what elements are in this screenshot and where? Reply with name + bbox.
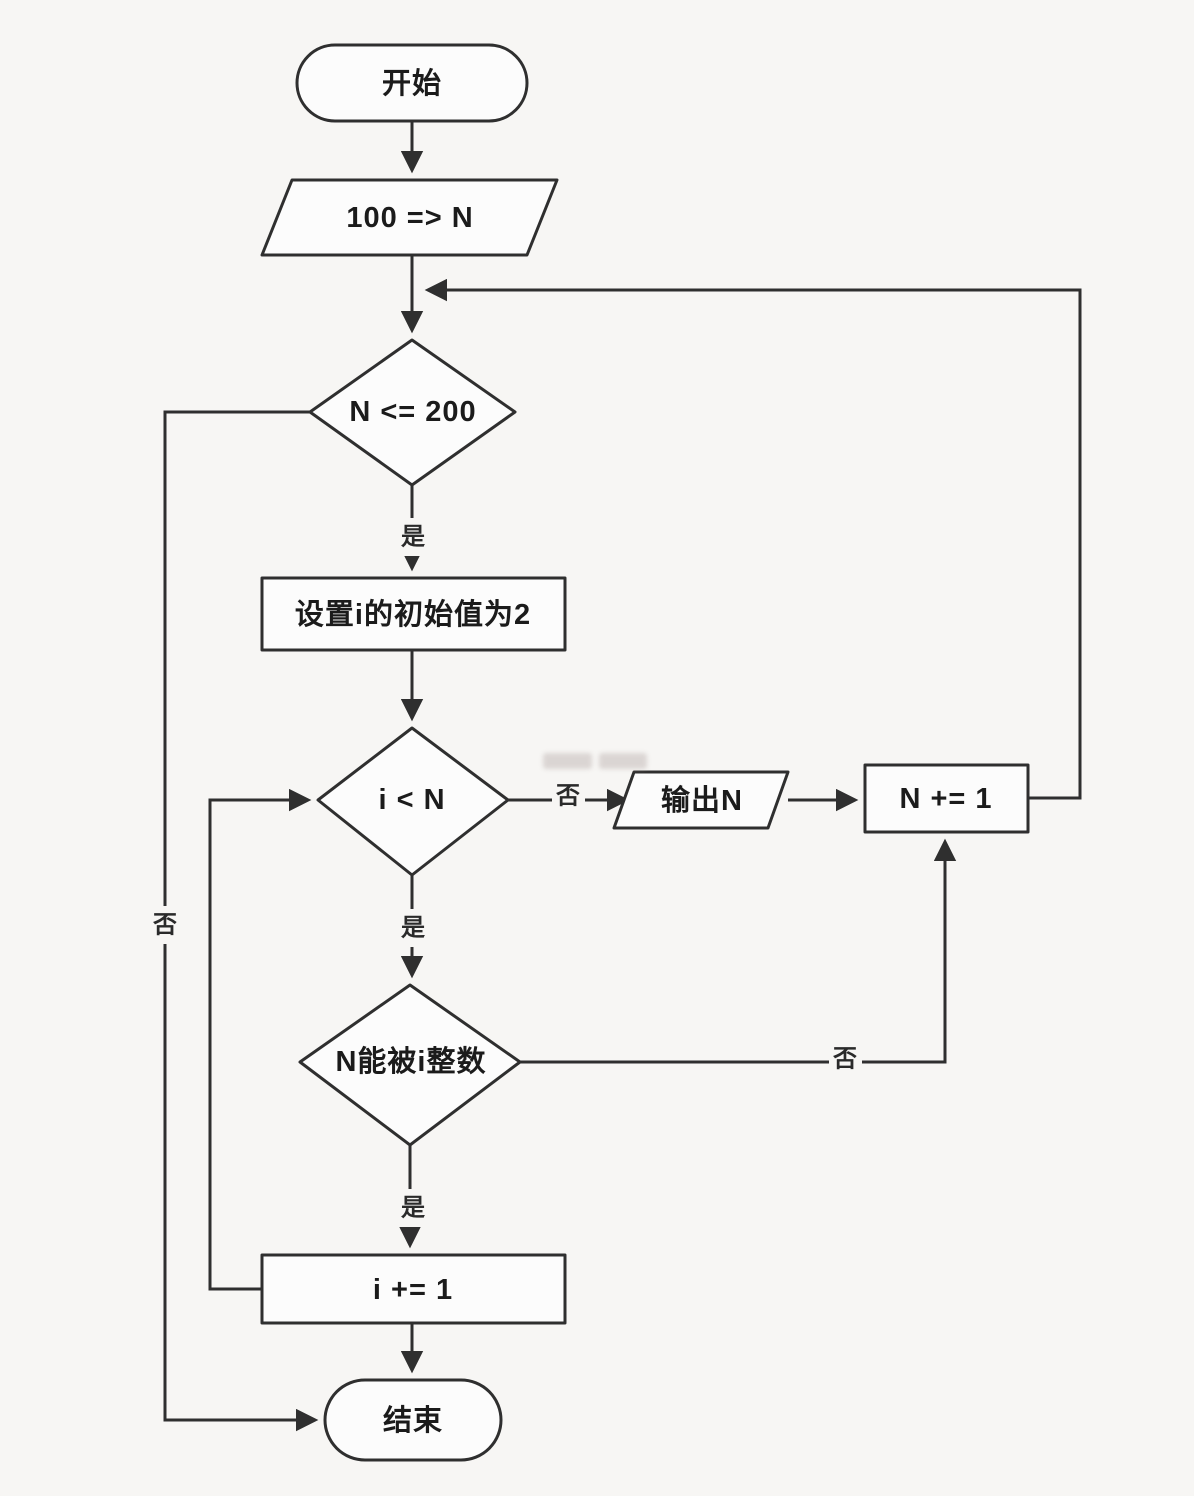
node-decision-divisible: N能被i整数 (298, 983, 522, 1147)
node-increment-n: N += 1 (863, 763, 1030, 834)
node-end: 结束 (323, 1378, 503, 1462)
svg-text:是: 是 (401, 915, 425, 942)
svg-text:设置i的初始值为2: 设置i的初始值为2 (295, 597, 531, 631)
svg-text:i += 1: i += 1 (373, 1274, 453, 1306)
svg-text:是: 是 (401, 1195, 425, 1222)
watermark-blob (543, 753, 592, 769)
svg-text:否: 否 (832, 1046, 857, 1073)
svg-text:否: 否 (555, 783, 580, 810)
node-start: 开始 (295, 43, 529, 123)
svg-text:100 => N: 100 => N (346, 202, 473, 234)
svg-text:开始: 开始 (382, 67, 442, 100)
edge-label-yes-iltn: 是 (396, 909, 429, 947)
edge-label-no-divisible: 否 (829, 1040, 862, 1078)
node-decision-n-range: N <= 200 (308, 338, 517, 487)
edge-incn-loopback (424, 278, 1082, 800)
edge-inci-loopback-to-iltn (208, 788, 312, 1291)
svg-text:N能被i整数: N能被i整数 (335, 1045, 486, 1078)
node-increment-i: i += 1 (260, 1253, 567, 1325)
node-input-n: 100 => N (260, 178, 559, 257)
edge-divisible-no-to-incn (520, 838, 957, 1064)
watermark-smudge (543, 750, 647, 772)
node-output-n: 输出N (612, 770, 790, 830)
svg-text:i < N: i < N (378, 784, 445, 816)
svg-text:N += 1: N += 1 (899, 783, 992, 815)
svg-text:N <= 200: N <= 200 (349, 396, 476, 428)
node-decision-i-lt-n: i < N (316, 726, 510, 877)
edge-label-yes-range: 是 (396, 518, 429, 556)
node-init-i: 设置i的初始值为2 (260, 576, 567, 652)
svg-text:结束: 结束 (383, 1404, 443, 1437)
watermark-blob (598, 753, 647, 769)
edge-label-no-iltn: 否 (552, 777, 585, 815)
svg-text:输出N: 输出N (661, 783, 743, 817)
edge-label-yes-divisible: 是 (396, 1189, 429, 1227)
svg-text:否: 否 (152, 912, 177, 939)
svg-text:是: 是 (401, 524, 425, 551)
edge-label-no-range: 否 (149, 906, 182, 944)
